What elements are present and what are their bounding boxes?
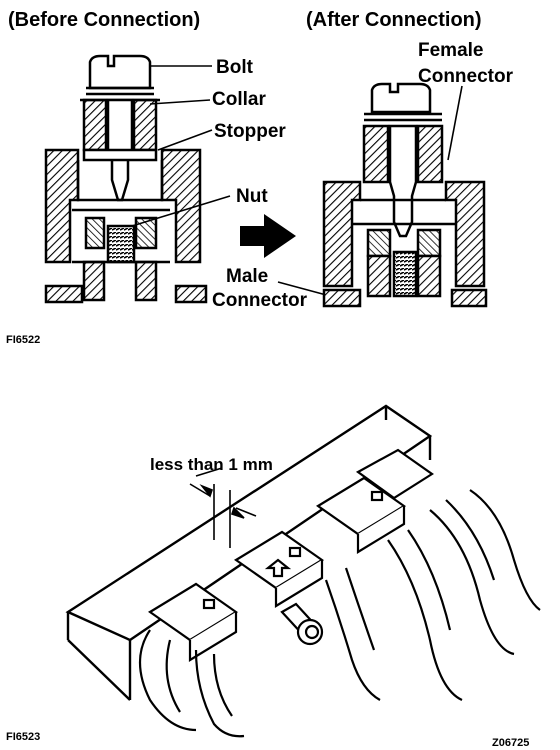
label-male-connector-1: Male (226, 266, 268, 287)
top-figure: (Before Connection) (After Connection) (6, 9, 514, 346)
bolt-head-after (370, 82, 432, 114)
outer-housing-after-right (444, 180, 486, 288)
label-nut: Nut (236, 186, 268, 207)
male-connector-base (44, 284, 84, 304)
connection-arrow (240, 214, 296, 258)
image-code: Z06725 (492, 737, 529, 749)
outer-housing-left (44, 148, 80, 264)
label-collar: Collar (212, 89, 266, 110)
before-connection-drawing (44, 54, 208, 304)
after-connection-heading: (After Connection) (306, 9, 482, 31)
label-bolt: Bolt (216, 57, 254, 78)
label-female-connector-2: Connector (418, 66, 514, 87)
label-male-connector-2: Connector (212, 290, 308, 311)
outer-housing-right (160, 148, 202, 264)
outer-housing-after-left (322, 180, 362, 288)
connector-clips (147, 448, 434, 662)
round-fitting (280, 602, 324, 646)
figure-code-top: FI6522 (6, 334, 40, 346)
label-female-connector-1: Female (418, 40, 483, 61)
fuel-rail (65, 404, 433, 701)
collar-body (82, 98, 108, 152)
figure-code-bottom: FI6523 (6, 731, 40, 743)
dimension-label: less than 1 mm (150, 455, 273, 474)
label-stopper: Stopper (214, 121, 286, 142)
injectors (139, 489, 541, 738)
nut (84, 216, 106, 250)
bottom-figure: less than 1 mm FI6523 Z06725 (6, 404, 541, 749)
label-leaders (131, 65, 463, 297)
dimension-indicator (189, 467, 257, 548)
bolt-head (88, 54, 152, 90)
stopper (82, 148, 158, 162)
after-connection-drawing (322, 82, 488, 308)
before-connection-heading: (Before Connection) (8, 9, 200, 31)
